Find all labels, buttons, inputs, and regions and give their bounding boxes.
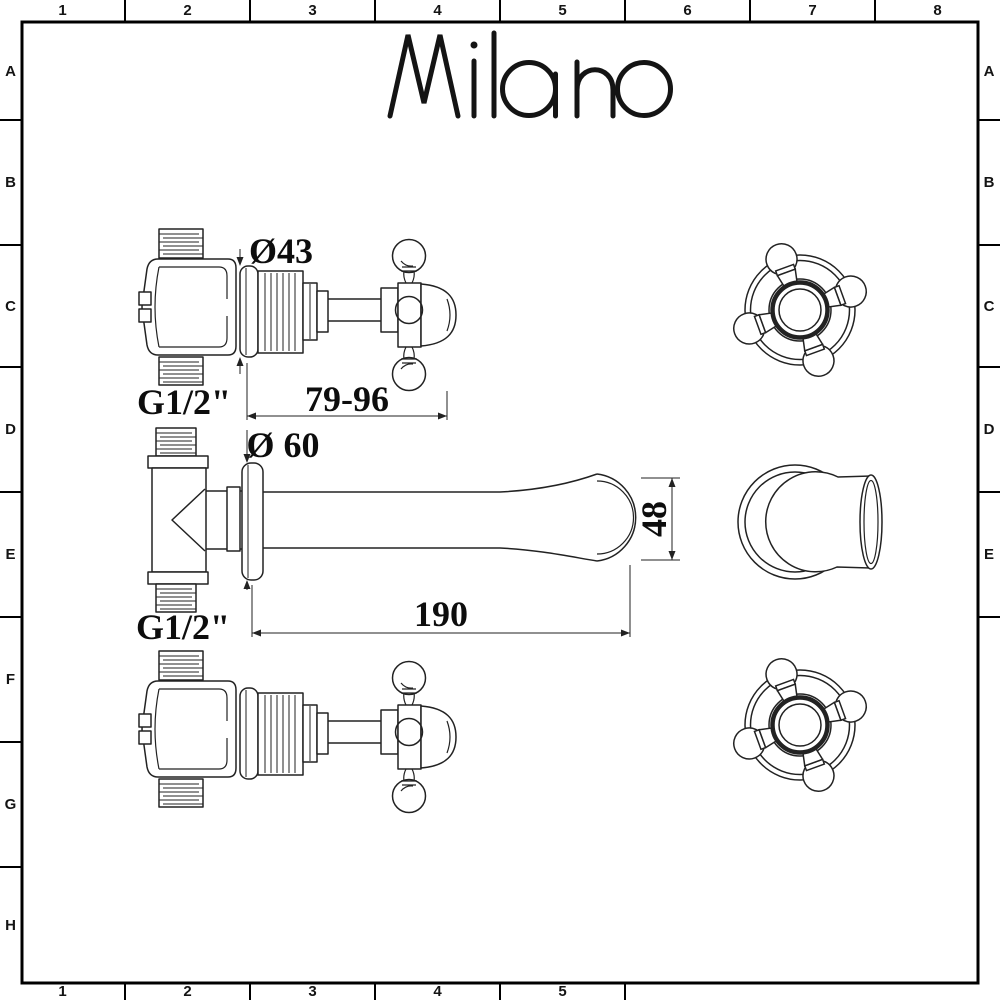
grid-row-label-left-F: F	[5, 671, 16, 688]
grid-col-label-bottom-4: 4	[433, 983, 442, 1000]
grid-row-label-left-H: H	[5, 916, 16, 934]
dim-label-valve-thread: G1/2"	[137, 382, 231, 422]
spout-front-view	[737, 464, 883, 580]
grid-row-label-right-B: B	[983, 174, 995, 191]
dim-label-spout-length: 190	[414, 594, 468, 634]
grid-col-label-top-4: 4	[433, 2, 442, 19]
brand-logo-text: Milano	[383, 24, 659, 120]
dim-label-spout-diameter: Ø 60	[246, 425, 320, 465]
cross-handle-front-view-bottom	[711, 636, 889, 814]
dim-label-valve-diameter: Ø43	[248, 231, 314, 271]
logo-letter-n	[574, 59, 616, 119]
grid-col-label-top-2: 2	[183, 2, 192, 19]
grid-col-label-bottom-5: 5	[558, 983, 567, 1000]
dim-label-spout-thread: G1/2"	[136, 607, 230, 647]
dim-valve-projection	[246, 363, 448, 420]
frame-left-ticks	[0, 119, 22, 868]
grid-col-label-bottom-1: 1	[58, 983, 67, 1000]
grid-col-label-top-7: 7	[808, 2, 817, 19]
dim-label-valve-projection: 79-96	[305, 379, 389, 419]
grid-row-label-right-C: C	[983, 297, 995, 315]
grid-row-label-left-C: C	[5, 297, 16, 315]
grid-col-label-top-3: 3	[308, 2, 317, 19]
grid-row-label-left-D: D	[5, 421, 16, 438]
logo-letter-M	[387, 34, 461, 119]
grid-row-label-right-D: D	[983, 421, 995, 438]
valve-side-view-bottom	[138, 650, 457, 814]
grid-row-label-right-A: A	[983, 62, 995, 80]
spout-side-view	[147, 427, 637, 613]
dim-label-spout-outlet-height: 48	[634, 501, 674, 537]
grid-col-label-bottom-2: 2	[183, 983, 192, 1000]
logo-letter-o	[615, 60, 673, 118]
frame-right-ticks	[978, 119, 1000, 618]
grid-col-label-bottom-3: 3	[308, 983, 317, 1000]
logo-letter-i-dot	[470, 41, 478, 49]
grid-col-label-top-5: 5	[558, 2, 567, 19]
grid-row-label-right-E: E	[983, 546, 994, 563]
milano-logo	[387, 30, 673, 119]
flow-chevron	[171, 488, 206, 552]
grid-row-label-left-B: B	[5, 174, 16, 191]
dimension-lines	[236, 249, 680, 637]
grid-row-label-left-A: A	[5, 62, 16, 80]
dim-spout-length	[251, 565, 631, 637]
frame-top-ticks	[124, 0, 876, 22]
cross-handle-front-view-top	[711, 221, 889, 399]
grid-col-label-top-8: 8	[933, 2, 942, 19]
grid-col-label-top-1: 1	[58, 2, 67, 19]
dim-spout-outlet-height	[641, 477, 680, 561]
grid-row-label-left-G: G	[4, 796, 17, 813]
frame-bottom-ticks	[124, 983, 626, 1000]
grid-col-label-top-6: 6	[683, 2, 692, 19]
grid-row-label-left-E: E	[5, 546, 16, 563]
